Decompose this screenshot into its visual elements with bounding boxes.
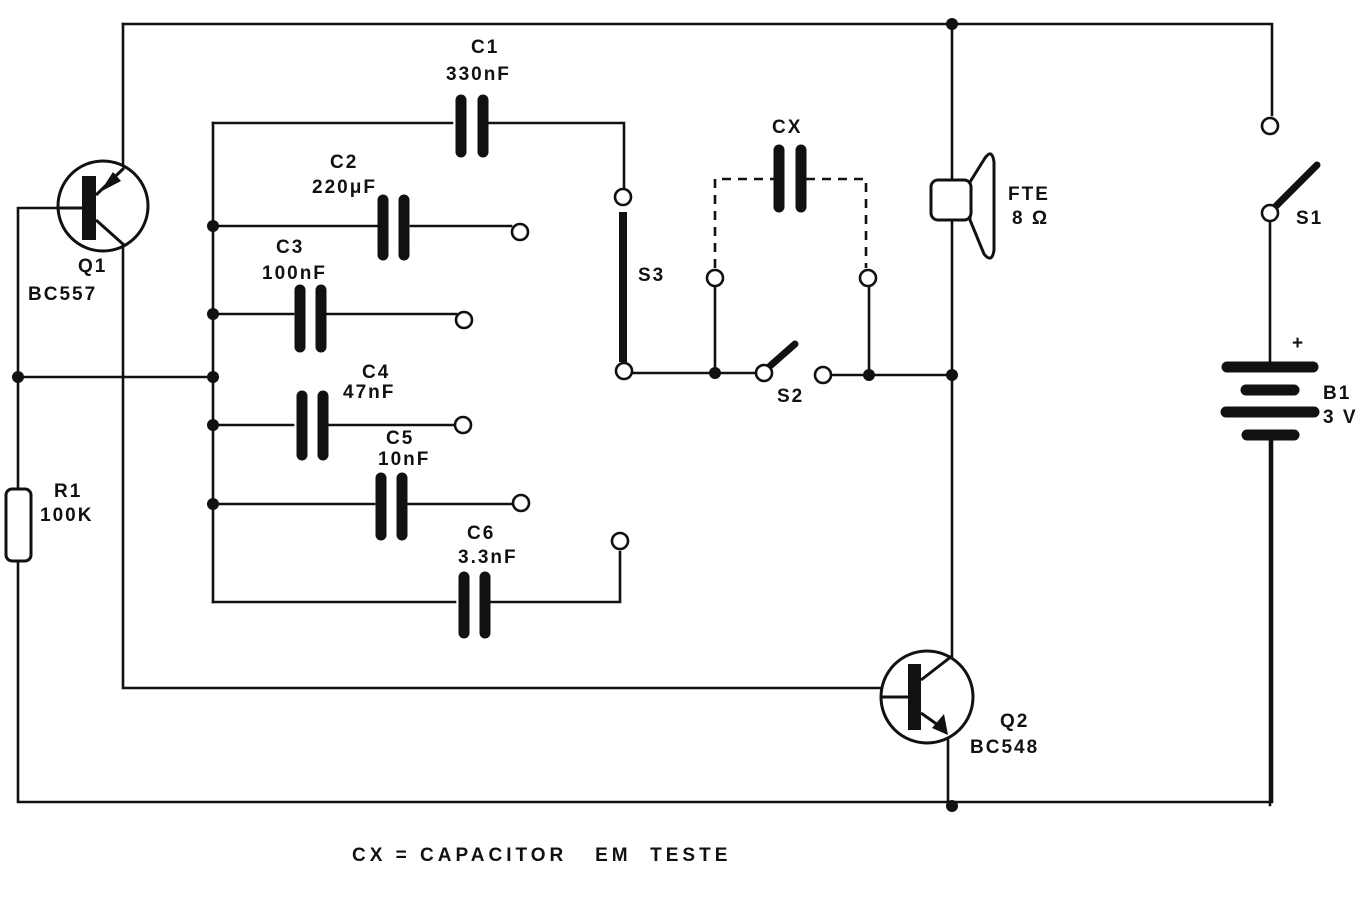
junction-dot bbox=[946, 800, 958, 812]
junction-dot bbox=[207, 419, 219, 431]
wire-r1-bottom bbox=[16, 438, 1274, 804]
junction-dot bbox=[207, 220, 219, 232]
junction-dot bbox=[207, 498, 219, 510]
battery-b1: + B1 3 V bbox=[1220, 333, 1358, 441]
q2-part-label: BC548 bbox=[970, 737, 1039, 758]
resistor-r1: R1 100K bbox=[4, 481, 93, 563]
s2-terminal-left[interactable] bbox=[754, 363, 774, 383]
q1-part-label: BC557 bbox=[28, 284, 97, 305]
junction-dot bbox=[207, 308, 219, 320]
switch-s3[interactable]: S3 bbox=[613, 187, 665, 381]
junction-dot bbox=[946, 369, 958, 381]
q1-envelope-icon bbox=[56, 159, 150, 253]
junctions bbox=[12, 18, 958, 812]
terminal-c3[interactable] bbox=[454, 310, 474, 330]
r1-value-label: 100K bbox=[40, 505, 93, 526]
c4-ref-label: C4 bbox=[362, 362, 390, 383]
q2-ref-label: Q2 bbox=[1000, 711, 1029, 732]
s2-terminal-right[interactable] bbox=[813, 365, 833, 385]
switch-s1[interactable]: S1 bbox=[1260, 116, 1323, 229]
c3-ref-label: C3 bbox=[276, 237, 304, 258]
c4-value-label: 47nF bbox=[343, 382, 395, 403]
battery-ref-label: B1 bbox=[1323, 383, 1351, 404]
junction-dot bbox=[863, 369, 875, 381]
cx-lead-left bbox=[713, 177, 777, 268]
cx-clip-left[interactable] bbox=[705, 268, 725, 288]
wire-q1-collector-to-q2-base bbox=[121, 243, 887, 690]
junction-dot bbox=[12, 371, 24, 383]
terminal-c4[interactable] bbox=[453, 415, 473, 435]
wire-c1 bbox=[211, 121, 626, 190]
c6-ref-label: C6 bbox=[467, 523, 495, 544]
capacitor-c3: C3 100nF bbox=[262, 237, 327, 353]
wire-top-rail bbox=[121, 22, 1274, 117]
terminal-c5[interactable] bbox=[511, 493, 531, 513]
s1-terminal-bottom[interactable] bbox=[1260, 203, 1280, 223]
c3-value-label: 100nF bbox=[262, 263, 327, 284]
capacitor-c4: C4 47nF bbox=[296, 362, 395, 461]
capacitor-c2: C2 220μF bbox=[312, 152, 410, 261]
cx-ref-label: CX bbox=[772, 117, 802, 138]
diagram-caption: CX = CAPACITOR EM TESTE bbox=[352, 845, 731, 866]
s2-lever[interactable] bbox=[766, 340, 799, 370]
speaker-magnet-icon bbox=[929, 178, 973, 222]
s1-ref-label: S1 bbox=[1296, 208, 1323, 229]
capacitor-cx-under-test: CX bbox=[772, 117, 807, 213]
junction-dot bbox=[207, 371, 219, 383]
r1-ref-label: R1 bbox=[54, 481, 82, 502]
c2-ref-label: C2 bbox=[330, 152, 358, 173]
capacitor-c6: C6 3.3nF bbox=[458, 523, 518, 639]
transistor-q2: Q2 BC548 bbox=[879, 649, 1039, 758]
capacitor-c1: C1 330nF bbox=[446, 37, 511, 158]
c1-ref-label: C1 bbox=[471, 37, 499, 58]
q1-ref-label: Q1 bbox=[78, 256, 107, 277]
s1-terminal-top[interactable] bbox=[1260, 116, 1280, 136]
battery-value-label: 3 V bbox=[1323, 407, 1358, 428]
q1-emitter-arrow-icon bbox=[100, 172, 121, 192]
battery-polarity-label: + bbox=[1292, 333, 1305, 354]
wires bbox=[16, 22, 1274, 807]
cx-test-leads bbox=[713, 177, 868, 268]
s1-lever[interactable] bbox=[1272, 161, 1321, 210]
c5-ref-label: C5 bbox=[386, 428, 414, 449]
cx-clip-right[interactable] bbox=[858, 268, 878, 288]
capacitor-c5: C5 10nF bbox=[375, 428, 430, 541]
s3-terminal-common[interactable] bbox=[614, 361, 634, 381]
terminal-c2[interactable] bbox=[510, 222, 530, 242]
q2-emitter-arrow-icon bbox=[932, 714, 948, 735]
junction-dot bbox=[709, 367, 721, 379]
s3-ref-label: S3 bbox=[638, 265, 665, 286]
s3-terminal-top[interactable] bbox=[613, 187, 633, 207]
speaker-value-label: 8 Ω bbox=[1012, 208, 1049, 229]
speaker-fte: FTE 8 Ω bbox=[929, 152, 1050, 260]
wire-c6 bbox=[211, 550, 622, 604]
c2-value-label: 220μF bbox=[312, 177, 377, 198]
junction-dot bbox=[946, 18, 958, 30]
switch-s2[interactable]: S2 bbox=[705, 268, 878, 407]
transistor-q1: Q1 BC557 bbox=[28, 159, 150, 305]
cx-lead-right bbox=[806, 177, 868, 268]
selector-terminals[interactable] bbox=[453, 222, 630, 551]
wire-q1-base bbox=[16, 206, 60, 490]
c6-value-label: 3.3nF bbox=[458, 547, 518, 568]
c5-value-label: 10nF bbox=[378, 449, 430, 470]
s2-ref-label: S2 bbox=[777, 386, 804, 407]
c1-value-label: 330nF bbox=[446, 64, 511, 85]
speaker-ref-label: FTE bbox=[1008, 184, 1050, 205]
terminal-c6[interactable] bbox=[610, 531, 630, 551]
resistor-body-icon bbox=[4, 487, 33, 563]
speaker-cone-icon bbox=[968, 152, 996, 260]
